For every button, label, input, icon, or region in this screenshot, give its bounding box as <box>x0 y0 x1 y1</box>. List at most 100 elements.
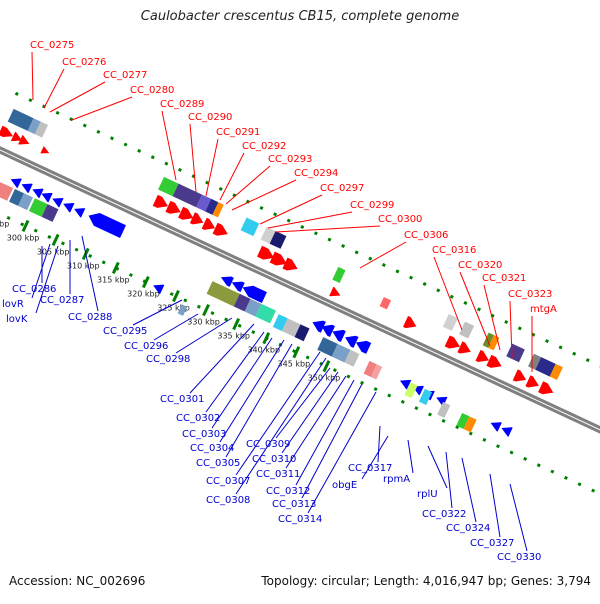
reverse-gene-arrow <box>88 213 126 238</box>
top-gene-label: CC_0291 <box>216 127 260 138</box>
feature-block <box>9 188 24 206</box>
feature-block <box>206 281 240 307</box>
scale-tick <box>262 332 271 345</box>
feature-block <box>294 324 310 342</box>
top-leader-line <box>359 241 407 269</box>
bottom-leader-line <box>235 351 321 476</box>
bottom-leader-line <box>377 425 381 463</box>
backbone-line <box>0 146 600 430</box>
top-leader-line <box>225 165 271 205</box>
scale-label: 350 kbp <box>308 374 341 383</box>
feature-block <box>317 337 338 357</box>
top-gene-label: CC_0289 <box>160 99 204 110</box>
accession-label: Accession: NC_002696 <box>9 574 146 588</box>
bottom-gene-label: CC_0311 <box>256 469 300 480</box>
feature-block <box>363 360 377 377</box>
forward-gene-arrow <box>486 354 502 368</box>
page-title: Caulobacter crescentus CB15, complete ge… <box>140 9 460 24</box>
backbone-line <box>0 150 600 434</box>
bottom-gene-label: CC_0330 <box>497 552 541 563</box>
reverse-gene-arrow <box>332 329 346 343</box>
top-gene-label: CC_0290 <box>188 112 232 123</box>
reverse-gene-arrow <box>153 284 165 295</box>
top-gene-label: CC_0323 <box>508 289 552 300</box>
bottom-gene-label: CC_0298 <box>146 354 190 365</box>
top-gene-label: CC_0316 <box>432 245 476 256</box>
bottom-gene-label: CC_0309 <box>246 439 290 450</box>
reverse-gene-arrow <box>399 379 412 390</box>
reverse-gene-arrow <box>41 192 53 203</box>
bottom-gene-label: CC_0296 <box>124 341 168 352</box>
bottom-leader-line <box>275 367 331 439</box>
scale-label: 330 kbp <box>187 318 220 327</box>
top-leader-line <box>509 300 513 359</box>
forward-gene-arrow <box>201 217 216 230</box>
bottom-leader-line <box>407 439 414 474</box>
feature-block <box>463 416 477 433</box>
scale-label: 345 kbp <box>278 360 311 369</box>
top-leader-line <box>267 211 353 229</box>
bottom-leader-line <box>281 371 339 454</box>
feature-block <box>506 343 525 363</box>
scale-tick <box>232 318 241 331</box>
feature-block <box>18 193 34 211</box>
scale-label: 315 kbp <box>97 275 130 284</box>
scale-tick <box>21 219 30 232</box>
forward-gene-arrow <box>257 245 275 260</box>
feature-block <box>456 412 470 430</box>
bottom-gene-label: CC_0288 <box>68 312 112 323</box>
bottom-leader-line <box>189 323 255 394</box>
bottom-leader-line <box>225 343 293 458</box>
top-gene-label: CC_0294 <box>294 168 338 179</box>
scale-label: 295 kbp <box>0 219 9 228</box>
forward-gene-arrow <box>475 349 489 362</box>
feature-block <box>7 108 34 131</box>
top-gene-label: mtgA <box>530 304 557 315</box>
bottom-leader-line <box>295 379 355 486</box>
top-gene-label: CC_0306 <box>404 230 448 241</box>
top-leader-line <box>483 284 501 351</box>
top-gene-label: CC_0275 <box>30 40 74 51</box>
bottom-leader-line <box>81 235 99 312</box>
forward-gene-arrow <box>10 131 23 142</box>
bottom-leader-line <box>509 483 528 552</box>
bottom-gene-label: CC_0312 <box>266 486 310 497</box>
scale-tick <box>111 261 120 275</box>
reverse-gene-arrow <box>345 335 359 348</box>
forward-gene-arrow <box>178 206 194 220</box>
forward-gene-arrow <box>165 200 181 214</box>
top-leader-line <box>231 179 297 211</box>
bottom-gene-label: CC_0322 <box>422 509 466 520</box>
top-leader-line <box>71 96 133 121</box>
bottom-gene-label: rpmA <box>383 474 410 485</box>
reverse-gene-arrow <box>52 197 64 208</box>
feature-block <box>177 304 188 316</box>
bottom-gene-label: CC_0307 <box>206 476 250 487</box>
bottom-gene-label: CC_0287 <box>40 295 84 306</box>
forward-gene-arrow <box>444 335 460 349</box>
feature-block <box>488 335 500 351</box>
feature-block <box>244 298 262 317</box>
feature-block <box>549 363 563 380</box>
bottom-leader-line <box>175 317 233 354</box>
reverse-gene-arrow <box>242 285 267 304</box>
forward-gene-arrow <box>512 369 527 382</box>
top-gene-label: CC_0280 <box>130 85 174 96</box>
bottom-leader-line <box>427 445 448 489</box>
top-gene-label: CC_0299 <box>350 200 394 211</box>
bottom-gene-label: CC_0305 <box>196 458 240 469</box>
bottom-leader-line <box>489 473 501 538</box>
scale-label: 300 kbp <box>7 233 40 242</box>
feature-block <box>404 382 418 399</box>
feature-block <box>535 357 556 377</box>
reverse-gene-arrow <box>436 396 448 407</box>
forward-gene-arrow <box>403 316 417 329</box>
feature-block <box>260 226 276 244</box>
scale-label: 310 kbp <box>67 261 100 270</box>
forward-gene-arrow <box>189 212 204 225</box>
bottom-leader-line <box>205 331 265 413</box>
feature-block <box>272 314 288 332</box>
bottom-leader-line <box>31 243 51 299</box>
top-leader-line <box>49 81 106 113</box>
forward-gene-arrow <box>525 375 539 388</box>
